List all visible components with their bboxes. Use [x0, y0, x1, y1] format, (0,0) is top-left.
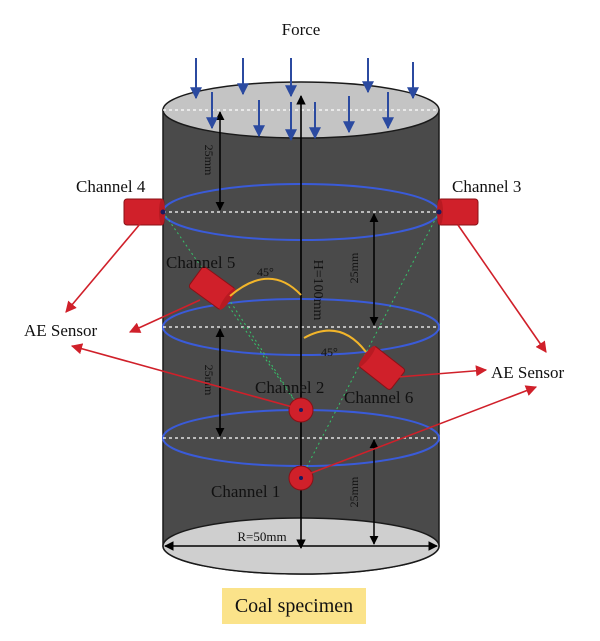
ae-sensor-left-label: AE Sensor: [24, 321, 98, 340]
force-label: Force: [282, 20, 321, 39]
dim-right-lower: 25mm: [347, 439, 379, 545]
radius-label: R=50mm: [237, 529, 286, 544]
channel-4-label: Channel 4: [76, 177, 146, 196]
sensor-channel-6: [358, 345, 406, 390]
dim-right-lower-label: 25mm: [347, 476, 361, 507]
arrow-ch1-to-right-sensor: [305, 385, 538, 476]
caption-box: Coal specimen: [222, 588, 366, 624]
caption-label: Coal specimen: [234, 594, 354, 617]
dim-top: 25mm: [202, 111, 225, 211]
sensor-channel-1: [288, 465, 314, 491]
radius-dimension: R=50mm: [164, 529, 438, 551]
sensor-channel-4: [123, 198, 166, 226]
height-label: H=100mm: [310, 260, 325, 321]
channel-1-label: Channel 1: [211, 482, 280, 501]
channel-3-label: Channel 3: [452, 177, 521, 196]
dim-left-mid: 25mm: [202, 328, 225, 437]
guide-line-left-lower: [227, 297, 302, 411]
ae-connection-arrows: [65, 223, 547, 476]
dim-right-upper-label: 25mm: [347, 252, 361, 283]
arrow-ch3-to-right-sensor: [457, 224, 547, 353]
guide-line-left-upper: [162, 211, 302, 411]
arrow-ch6-to-right-sensor: [397, 365, 488, 378]
sensor-channel-3: [436, 198, 479, 226]
arrow-ch2-to-left-sensor: [70, 343, 297, 409]
channel-5-label: Channel 5: [166, 253, 235, 272]
arrow-ch4-to-left-sensor: [65, 223, 141, 313]
angle-arc-lower: [303, 329, 367, 353]
angle-upper-label: 45°: [257, 265, 274, 279]
channel-6-label: Channel 6: [344, 388, 413, 407]
dim-right-upper: 25mm: [347, 213, 379, 326]
dim-left-mid-label: 25mm: [202, 365, 216, 396]
sensor-channel-2: [288, 397, 314, 423]
dim-top-label: 25mm: [202, 145, 216, 176]
arrow-ch5-to-left-sensor: [128, 299, 201, 333]
force-arrows: [190, 58, 419, 142]
angle-arc-upper: [229, 277, 302, 297]
ae-sensor-right-label: AE Sensor: [491, 363, 565, 382]
sensor-guide-lines: [162, 211, 440, 479]
channel-2-label: Channel 2: [255, 378, 324, 397]
angle-lower-label: 45°: [321, 345, 338, 359]
